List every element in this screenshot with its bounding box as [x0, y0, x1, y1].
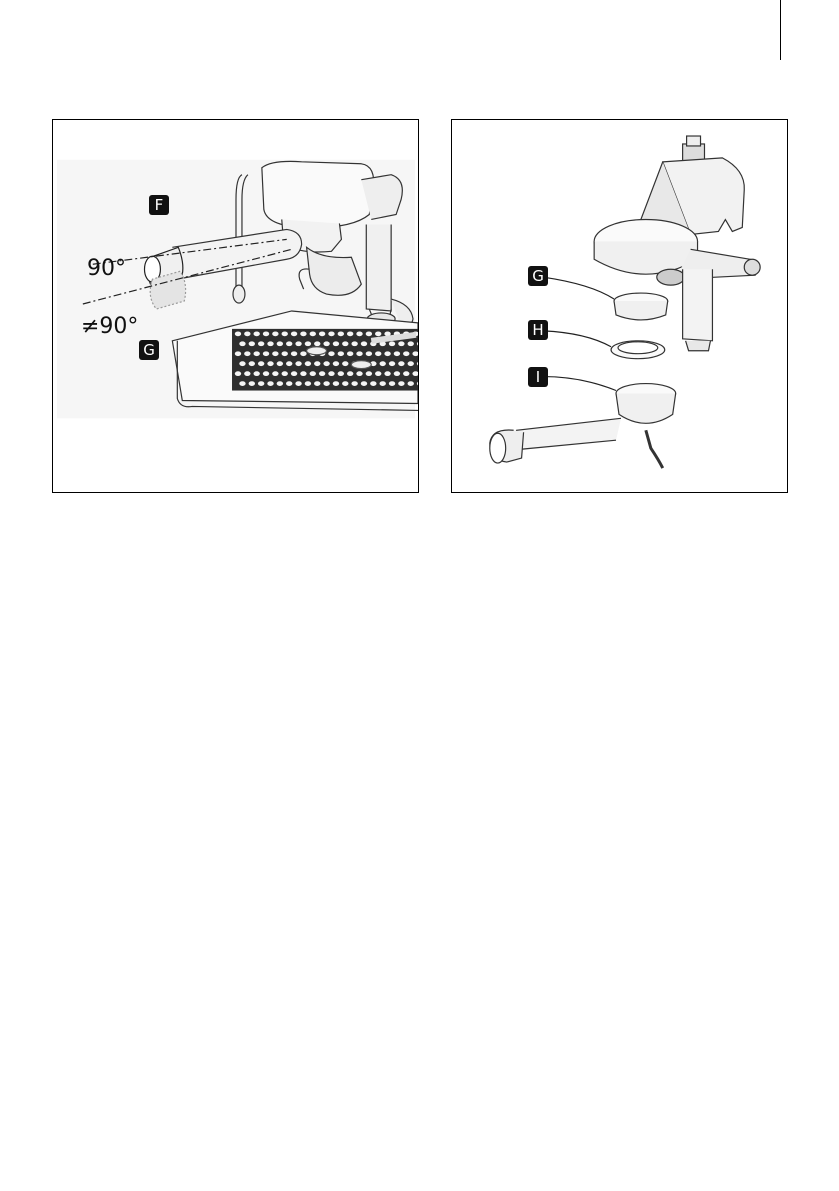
- callout-g: G: [139, 340, 159, 360]
- angle-label-not-90: ≠90°: [81, 314, 138, 339]
- figure-portafilter-parts: G H I: [451, 119, 788, 493]
- callout-h: H: [528, 320, 548, 340]
- angle-label-90: 90°: [87, 256, 126, 281]
- callout-f: F: [149, 195, 169, 215]
- group-head-exploded-illustration: [452, 120, 787, 492]
- callout-i: I: [528, 367, 548, 387]
- crop-mark: [780, 0, 781, 60]
- figure-portafilter-angle: F 90° ≠90° G: [52, 119, 419, 493]
- portafilter-angle-illustration: [53, 120, 418, 492]
- callout-g: G: [528, 266, 548, 286]
